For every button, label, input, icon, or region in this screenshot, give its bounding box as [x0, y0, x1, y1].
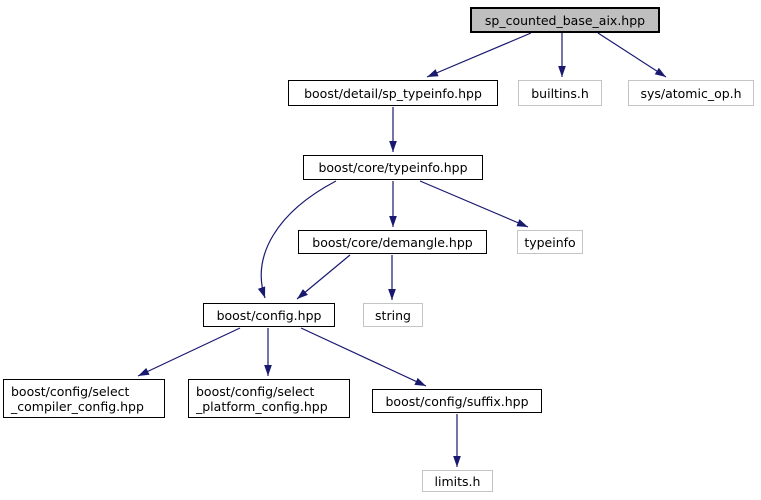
- node-label-line: _platform_config.hpp: [196, 398, 328, 414]
- node-label-line: _compiler_config.hpp: [11, 398, 144, 414]
- edge-root-to-sp-typeinfo: [426, 32, 532, 78]
- node-boost-config-select-platform-config-hpp[interactable]: boost/config/select _platform_config.hpp: [188, 379, 350, 418]
- node-label-line: boost/config/select: [196, 383, 315, 399]
- edge-config-to-select-compiler: [137, 327, 241, 377]
- edge-core-typeinfo-to-typeinfo: [419, 180, 529, 228]
- edge-config-to-suffix: [300, 327, 427, 387]
- node-limits-h: limits.h: [422, 470, 493, 492]
- node-label-line: boost/config/select: [11, 383, 130, 399]
- node-boost-core-typeinfo-hpp[interactable]: boost/core/typeinfo.hpp: [303, 155, 483, 180]
- node-string: string: [363, 303, 423, 327]
- node-boost-config-hpp[interactable]: boost/config.hpp: [203, 303, 335, 327]
- node-boost-detail-sp-typeinfo-hpp[interactable]: boost/detail/sp_typeinfo.hpp: [288, 80, 498, 106]
- node-typeinfo: typeinfo: [517, 230, 583, 254]
- edge-demangle-to-config: [296, 254, 351, 300]
- node-sys-atomic-op-h: sys/atomic_op.h: [628, 80, 754, 106]
- node-boost-config-suffix-hpp[interactable]: boost/config/suffix.hpp: [372, 389, 542, 413]
- edge-core-typeinfo-to-config: [257, 180, 337, 299]
- node-boost-core-demangle-hpp[interactable]: boost/core/demangle.hpp: [298, 230, 487, 254]
- edge-root-to-atomic-op: [597, 32, 667, 78]
- node-sp-counted-base-aix-hpp[interactable]: sp_counted_base_aix.hpp: [470, 7, 660, 33]
- node-builtins-h: builtins.h: [518, 80, 602, 106]
- node-boost-config-select-compiler-config-hpp[interactable]: boost/config/select _compiler_config.hpp: [3, 379, 165, 418]
